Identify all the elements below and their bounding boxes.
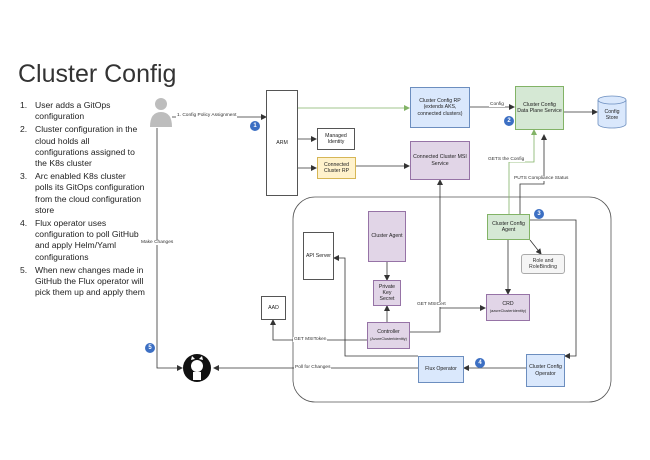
github-icon <box>183 354 211 382</box>
flux-operator-node: Flux Operator <box>418 356 464 383</box>
edge-controller-to-aad <box>270 319 367 341</box>
managed-identity-node: Managed Identity <box>317 128 355 150</box>
edge-user-to-github <box>156 128 183 371</box>
label-puts-status: PUTS Compliance Status <box>513 176 570 181</box>
msi-service-node: Connected Cluster MSI Service <box>410 141 470 180</box>
database-icon <box>597 95 627 129</box>
steps-list: 1.User adds a GitOps configuration 2.Clu… <box>20 100 145 300</box>
cluster-config-agent-node: Cluster Config Agent <box>487 214 530 240</box>
step-item: 4.Flux operator uses configuration to po… <box>20 218 139 262</box>
step-item: 1.User adds a GitOps configuration <box>20 100 111 122</box>
step-item: 5.When new changes made in GitHub the Fl… <box>20 264 145 298</box>
config-store-label: Config Store <box>604 108 620 121</box>
edge-agent-gets-config <box>508 129 537 214</box>
label-get-msi-cert: GET MSICert <box>416 302 447 307</box>
edge-flux-to-api <box>333 255 418 357</box>
edge-agent-puts-status <box>519 134 547 214</box>
label-get-msi-token: GET MSIToken <box>293 337 328 342</box>
role-binding-node: Role and RoleBinding <box>521 254 565 274</box>
edge-agent-to-role <box>529 239 542 255</box>
page-title: Cluster Config <box>18 60 177 88</box>
controller-sub-label: (AzureClusterIdentity) <box>370 336 407 341</box>
label-gets-config: GETS the Config <box>487 157 526 162</box>
step-badge-3: 3 <box>534 209 544 219</box>
step-badge-5: 5 <box>145 343 155 353</box>
label-make-changes: Make Changes <box>140 240 175 245</box>
data-plane-node: Cluster Config Data Plane Service <box>515 86 564 130</box>
crd-label: CRD <box>502 301 514 308</box>
cluster-agent-node: Cluster Agent <box>368 211 406 262</box>
cluster-config-rp-node: Cluster Config RP (extends AKS, connecte… <box>410 87 470 128</box>
cluster-config-operator-node: Cluster Config Operator <box>526 354 565 387</box>
private-key-node: Private Key Secret <box>373 280 401 306</box>
controller-node: Controller (AzureClusterIdentity) <box>367 322 410 349</box>
edge-agent-to-operator <box>529 219 577 359</box>
connected-cluster-rp-node: Connected Cluster RP <box>317 157 356 179</box>
cluster-boundary <box>292 196 612 403</box>
step-item: 2.Cluster configuration in the cloud hol… <box>20 124 138 169</box>
step-badge-4: 4 <box>475 358 485 368</box>
api-server-node: API Server <box>303 232 334 280</box>
crd-sub-label: (azureClusterIdentity) <box>489 308 527 313</box>
label-config-policy: 1. Config Policy Assignment <box>176 113 238 118</box>
edge-controller-to-crd <box>410 305 486 333</box>
user-icon <box>150 98 172 127</box>
step-badge-2: 2 <box>504 116 514 126</box>
arm-node: ARM <box>266 90 298 196</box>
label-config: Config <box>489 102 505 107</box>
controller-label: Controller <box>377 329 400 336</box>
crd-node: CRD (azureClusterIdentity) <box>486 294 530 321</box>
aad-node: AAD <box>261 296 286 320</box>
step-badge-1: 1 <box>250 121 260 131</box>
label-poll-changes: Poll for Changes <box>294 365 332 370</box>
step-item: 3.Arc enabled K8s cluster polls its GitO… <box>20 171 145 215</box>
